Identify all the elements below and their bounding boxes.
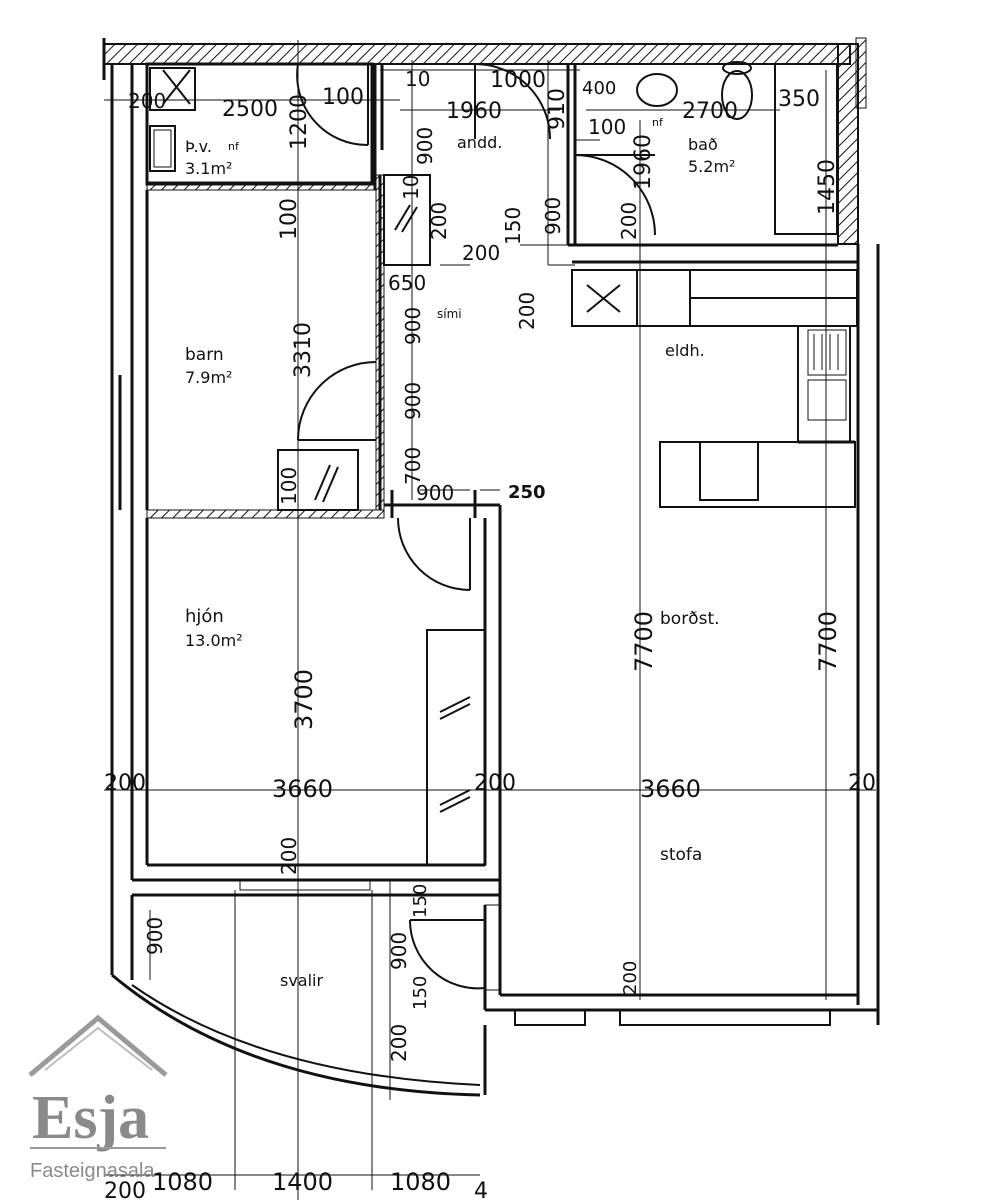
dim-text: 4 (474, 1179, 488, 1200)
dim-text: 250 (508, 482, 546, 503)
dim-text: 1200 (287, 94, 312, 150)
room-label-bad: bað (688, 135, 718, 154)
room-area-bad: 5.2m² (688, 157, 735, 176)
dim-text: 200 (277, 837, 301, 875)
dim-text: 150 (501, 207, 525, 245)
wc-hatch-bottom (146, 181, 376, 191)
esja-logo: Esja Fasteignasala (28, 1014, 168, 1182)
walls (102, 37, 880, 1097)
dim-text: 1960 (631, 134, 656, 190)
dim-text: 10 (399, 175, 423, 200)
dim-text: 1960 (446, 99, 502, 124)
dim-text: 350 (778, 87, 820, 112)
dim-text: 3660 (640, 775, 701, 803)
dim-text: 200 (515, 292, 539, 330)
room-label-barn: barn (185, 345, 224, 365)
right-hatch-small (855, 37, 867, 109)
dim-text: 2500 (222, 97, 278, 122)
room-label-eldh: eldh. (665, 341, 705, 360)
room-label-borost: borðst. (660, 609, 720, 629)
top-wall (103, 43, 851, 65)
room-label-hjon: hjón (185, 606, 224, 627)
dim-text: 1400 (272, 1168, 333, 1196)
dim-text: 200 (427, 202, 451, 240)
dim-text: 200 (462, 241, 500, 265)
house-roof-icon (28, 1014, 168, 1077)
dim-text: 100 (277, 467, 301, 505)
room-area-wc: 3.1m² (185, 159, 232, 178)
dimension-texts: 200 2500 100 10 1960 1000 400 2700 350 1… (104, 67, 876, 1200)
dim-text: 900 (143, 917, 167, 955)
room-label-andd: andd. (457, 133, 502, 152)
doors (296, 63, 656, 990)
room-label-svalir: svalir (280, 971, 324, 990)
dim-text: 1080 (152, 1168, 213, 1196)
dim-text: 7700 (630, 611, 658, 672)
dim-text: 1450 (815, 159, 840, 215)
dim-text: 100 (322, 85, 364, 110)
logo-brand: Esja (32, 1084, 149, 1152)
dim-text: 1080 (390, 1168, 451, 1196)
dim-text: 200 (104, 1179, 146, 1200)
dim-text: 910 (545, 88, 570, 130)
room-area-hjon: 13.0m² (185, 631, 243, 650)
room-labels: Þ.v. nf 3.1m² andd. bað nf 5.2m² barn 7.… (185, 116, 735, 990)
dim-text: 100 (588, 115, 626, 139)
dim-text: 200 (104, 771, 146, 796)
barn-wall-hatch (375, 174, 385, 511)
dim-text: 150 (410, 884, 431, 918)
dim-text: 900 (401, 307, 425, 345)
dim-text: 900 (541, 197, 565, 235)
dim-text: 3700 (290, 669, 318, 730)
dim-text: 150 (410, 976, 431, 1010)
dim-text: 20 (848, 771, 876, 796)
dim-text: 900 (387, 932, 411, 970)
room-tag-wc: nf (228, 140, 240, 153)
dim-text: 900 (401, 382, 425, 420)
dim-text: 200 (474, 771, 516, 796)
dim-text: 1000 (490, 68, 546, 93)
room-label-stofa: stofa (660, 845, 702, 865)
dim-text: 900 (413, 127, 437, 165)
dim-text: 200 (620, 961, 641, 995)
dim-text: 3660 (272, 775, 333, 803)
dim-text: 900 (416, 481, 454, 505)
dim-text: 100 (277, 198, 302, 240)
top-wall-right (837, 43, 859, 245)
dim-text: 400 (582, 78, 616, 99)
dimension-lines (104, 40, 876, 1200)
dim-text: 200 (387, 1024, 411, 1062)
hjon-wall-hatch (146, 509, 385, 519)
dim-text: 7700 (814, 611, 842, 672)
logo-subtitle: Fasteignasala (30, 1160, 155, 1182)
dim-text: 200 (128, 89, 166, 113)
dim-text: 2700 (682, 99, 738, 124)
dim-text: 700 (401, 447, 425, 485)
room-label-simi: sími (437, 307, 462, 321)
dim-text: 200 (617, 202, 641, 240)
dim-text: 650 (388, 271, 426, 295)
room-tag-bad: nf (652, 116, 664, 129)
room-label-wc: Þ.v. (185, 137, 212, 156)
dim-text: 10 (405, 67, 430, 91)
dim-text: 3310 (291, 322, 316, 378)
room-area-barn: 7.9m² (185, 368, 232, 387)
